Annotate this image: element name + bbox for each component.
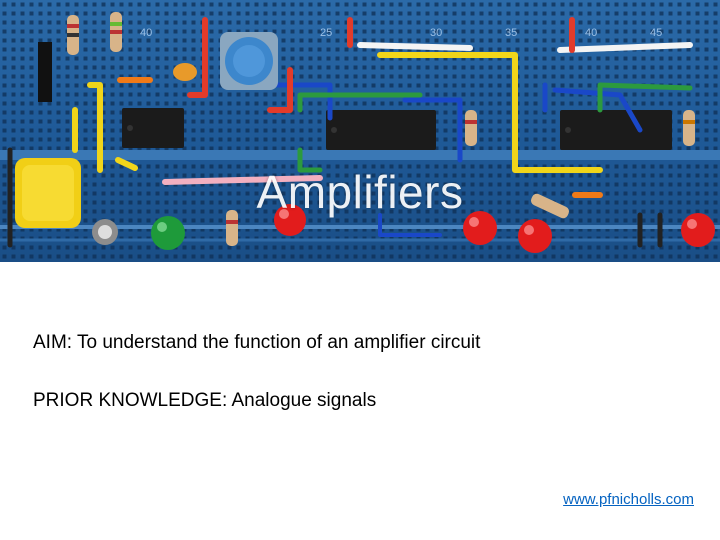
push-button-yellow [15, 158, 81, 228]
ic-chip [326, 110, 436, 150]
website-link[interactable]: www.pfnicholls.com [563, 491, 694, 508]
resistor [110, 12, 122, 52]
board-number: 25 [320, 27, 332, 39]
led-red [463, 211, 497, 245]
led-red [681, 213, 715, 247]
led-red [274, 204, 306, 236]
led-red [518, 219, 552, 253]
breadboard-photo: 40 25 30 35 40 45 [0, 0, 720, 262]
board-number: 45 [650, 27, 662, 39]
board-number: 40 [140, 27, 152, 39]
ic-chip [560, 110, 672, 150]
ic-chip [122, 108, 184, 148]
resistor [226, 210, 238, 246]
header-pins [38, 42, 52, 102]
push-button-blue [220, 32, 278, 90]
prior-knowledge-text: PRIOR KNOWLEDGE: Analogue signals [33, 390, 377, 411]
board-numbers: 40 25 30 35 40 45 [140, 27, 662, 39]
led-green [151, 216, 185, 250]
board-number: 30 [430, 27, 442, 39]
aim-text: AIM: To understand the function of an am… [33, 332, 481, 353]
resistor [530, 193, 570, 219]
resistor [465, 110, 477, 146]
slide-title: Amplifiers [256, 166, 464, 218]
capacitor [173, 63, 197, 81]
board-number: 40 [585, 27, 597, 39]
resistor [683, 110, 695, 146]
resistor [67, 15, 79, 55]
board-number: 35 [505, 27, 517, 39]
